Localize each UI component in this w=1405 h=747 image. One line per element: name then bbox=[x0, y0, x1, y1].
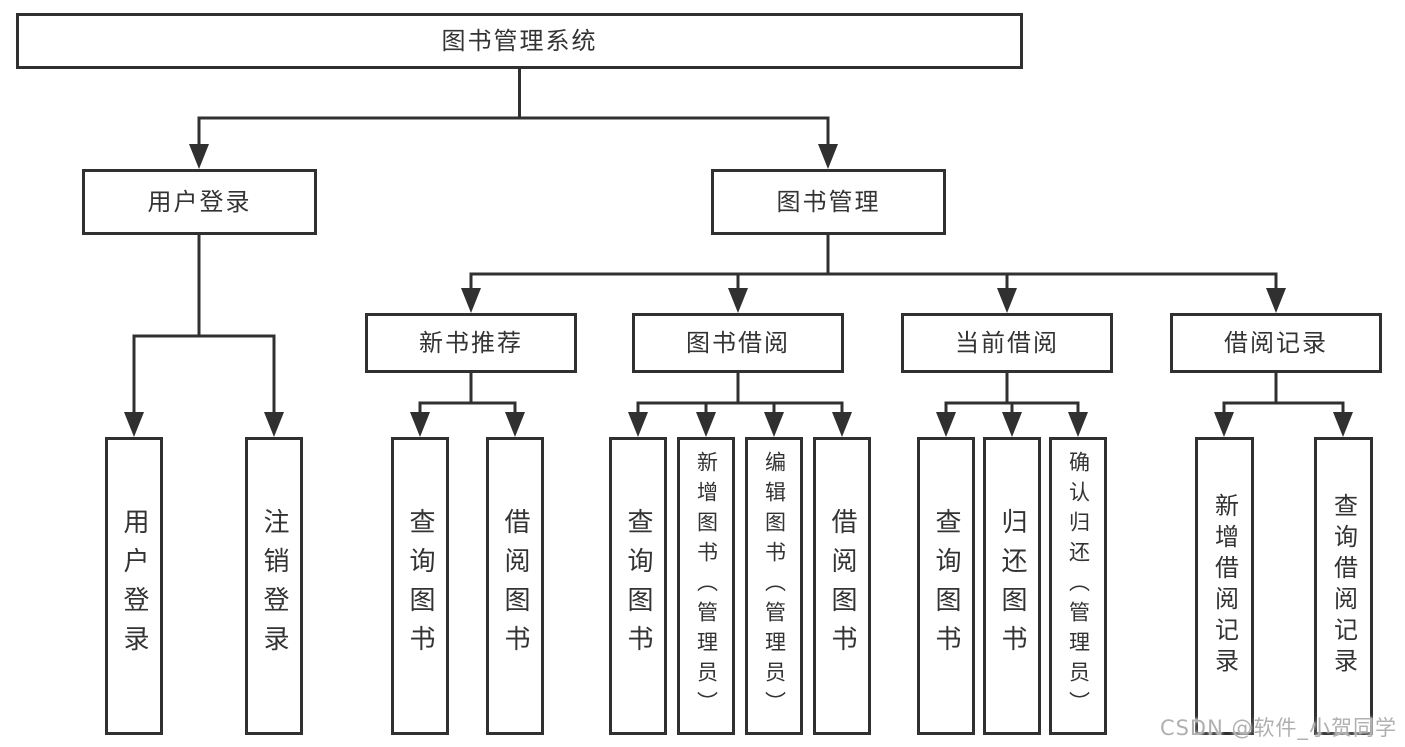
leaf-label: 查询图书 bbox=[931, 508, 961, 664]
node-user-login-branch: 用户登录 bbox=[82, 169, 317, 235]
leaf-label: 新增图书（管理员） bbox=[694, 451, 719, 721]
leaf-current-query-books: 查询图书 bbox=[917, 437, 975, 735]
node-current-borrowing: 当前借阅 bbox=[901, 313, 1113, 373]
node-library-management-system: 图书管理系统 bbox=[16, 13, 1023, 69]
node-label: 借阅记录 bbox=[1224, 329, 1328, 357]
leaf-label: 归还图书 bbox=[997, 508, 1027, 664]
leaf-label: 编辑图书（管理员） bbox=[762, 451, 787, 721]
leaf-logout: 注销登录 bbox=[245, 437, 303, 735]
leaf-label: 查询图书 bbox=[623, 508, 653, 664]
leaf-label: 注销登录 bbox=[259, 508, 289, 664]
node-book-borrowing: 图书借阅 bbox=[632, 313, 844, 373]
node-label: 图书管理系统 bbox=[441, 27, 598, 55]
leaf-label: 新增借阅记录 bbox=[1210, 493, 1239, 679]
leaf-recommend-borrow-books: 借阅图书 bbox=[486, 437, 544, 735]
leaf-label: 用户登录 bbox=[119, 508, 149, 664]
leaf-borrowing-query-books: 查询图书 bbox=[609, 437, 667, 735]
leaf-label: 确认归还（管理员） bbox=[1066, 451, 1091, 721]
leaf-label: 查询借阅记录 bbox=[1329, 493, 1358, 679]
csdn-watermark: CSDN @软件_小贺同学 bbox=[1159, 716, 1397, 740]
leaf-query-borrow-record: 查询借阅记录 bbox=[1314, 437, 1373, 735]
node-label: 图书借阅 bbox=[686, 329, 790, 357]
node-label: 图书管理 bbox=[776, 188, 881, 216]
node-borrowing-records: 借阅记录 bbox=[1170, 313, 1382, 373]
node-label: 新书推荐 bbox=[419, 329, 523, 357]
leaf-add-borrow-record: 新增借阅记录 bbox=[1195, 437, 1254, 735]
leaf-user-login: 用户登录 bbox=[105, 437, 163, 735]
node-new-book-recommend: 新书推荐 bbox=[365, 313, 577, 373]
leaf-recommend-query-books: 查询图书 bbox=[391, 437, 449, 735]
leaf-confirm-return-admin: 确认归还（管理员） bbox=[1049, 437, 1107, 735]
leaf-label: 借阅图书 bbox=[500, 508, 530, 664]
leaf-edit-books-admin: 编辑图书（管理员） bbox=[745, 437, 803, 735]
leaf-label: 借阅图书 bbox=[827, 508, 857, 664]
leaf-borrowing-borrow-books: 借阅图书 bbox=[813, 437, 871, 735]
node-book-management-branch: 图书管理 bbox=[711, 169, 946, 235]
leaf-add-books-admin: 新增图书（管理员） bbox=[677, 437, 735, 735]
leaf-return-books: 归还图书 bbox=[983, 437, 1041, 735]
node-label: 当前借阅 bbox=[955, 329, 1059, 357]
leaf-label: 查询图书 bbox=[405, 508, 435, 664]
node-label: 用户登录 bbox=[147, 188, 252, 216]
